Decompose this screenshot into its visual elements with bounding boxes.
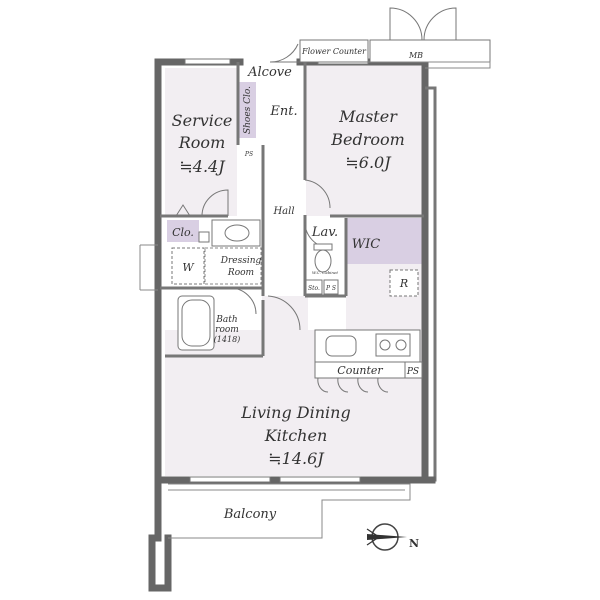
door-dressing (229, 287, 257, 315)
ps-hall-label: PS (244, 151, 253, 158)
shoes-closet-fill (238, 82, 256, 138)
balcony-label: Balcony (223, 507, 277, 522)
service-room-area: ≒4.4J (179, 157, 226, 176)
mb-ledge (368, 61, 491, 69)
alcove-label: Alcove (247, 65, 292, 80)
master-bedroom-name-1: Master (338, 107, 398, 126)
kitchen-stove (375, 333, 411, 357)
burner-1 (379, 339, 391, 351)
wc-cabinet-label: W.C. Cabinet (312, 270, 338, 275)
north-arrow-icon (366, 523, 407, 551)
balcony (168, 483, 411, 539)
ps-box-kitchen (404, 361, 423, 379)
lav-label: Lav. (311, 225, 338, 240)
storage-small-label: Sto. (308, 285, 320, 292)
mb-door-arc-left (389, 7, 423, 41)
shoes-closet-label: Shoes Clo. (243, 86, 253, 134)
door-entrance (269, 43, 300, 63)
washer-pan (171, 247, 205, 285)
fixtures (171, 219, 423, 393)
washbasin-bowl (224, 224, 250, 242)
bath-label-1: Bath (215, 315, 237, 325)
toilet-bowl (314, 249, 332, 273)
door-closet (175, 204, 191, 217)
compass-direction: N (409, 537, 419, 550)
closet-label: Clo. (172, 226, 194, 239)
refrigerator-label: R (399, 277, 408, 290)
washer-label: W (182, 261, 195, 274)
window-ldk-1 (189, 476, 271, 483)
ldk-name-1: Living Dining (240, 403, 350, 422)
door-ldk (267, 295, 301, 331)
bath-label-2: room (215, 325, 239, 335)
wall-indent-1 (139, 244, 158, 291)
storage-small-box (305, 279, 323, 295)
ldk-area: ≒14.6J (268, 449, 325, 468)
mb-box (369, 39, 491, 63)
bathtub-inner (181, 299, 211, 347)
entrance-label: Ent. (269, 104, 297, 119)
master-bedroom-floor (306, 64, 422, 216)
bath-size: (1418) (214, 335, 241, 344)
wic-fill (346, 218, 422, 264)
closet-box (198, 231, 210, 243)
dressing-label-1: Dressing (220, 256, 262, 266)
hall-label: Hall (272, 206, 294, 217)
wall-left-stub (148, 534, 172, 592)
mb-label: MB (408, 51, 423, 60)
wic-label: WIC (352, 237, 380, 252)
dressing-area (204, 247, 262, 285)
window-service (184, 58, 231, 65)
counter-label: Counter (337, 364, 383, 377)
closet-fill (167, 220, 199, 242)
burner-2 (395, 339, 407, 351)
mb-door-arc-right (423, 7, 457, 41)
master-bedroom-area: ≒6.0J (345, 153, 392, 172)
dressing-label-2: Room (227, 268, 254, 278)
counter-arcs (317, 377, 389, 393)
ps-kitchen-label: PS (406, 367, 419, 377)
kitchen-sink (325, 335, 357, 357)
window-ldk-2 (279, 476, 361, 483)
refrigerator (389, 269, 419, 297)
ps-small-box (323, 279, 339, 295)
flower-counter-box (299, 39, 369, 63)
ldk-name-2: Kitchen (264, 426, 328, 445)
labels: Service Room ≒4.4J Master Bedroom ≒6.0J … (172, 47, 423, 550)
service-room-floor (165, 68, 237, 216)
door-service (201, 189, 229, 217)
flower-counter-area (299, 7, 491, 69)
service-room-name-1: Service (172, 111, 233, 130)
master-bedroom-name-2: Bedroom (330, 130, 405, 149)
ps-small-label: P S (325, 285, 336, 292)
flower-counter-label: Flower Counter (301, 47, 367, 56)
balcony-outline (168, 483, 411, 539)
toilet-tank (313, 243, 333, 251)
door-bedroom (304, 179, 331, 209)
service-room-name-2: Room (178, 133, 225, 152)
